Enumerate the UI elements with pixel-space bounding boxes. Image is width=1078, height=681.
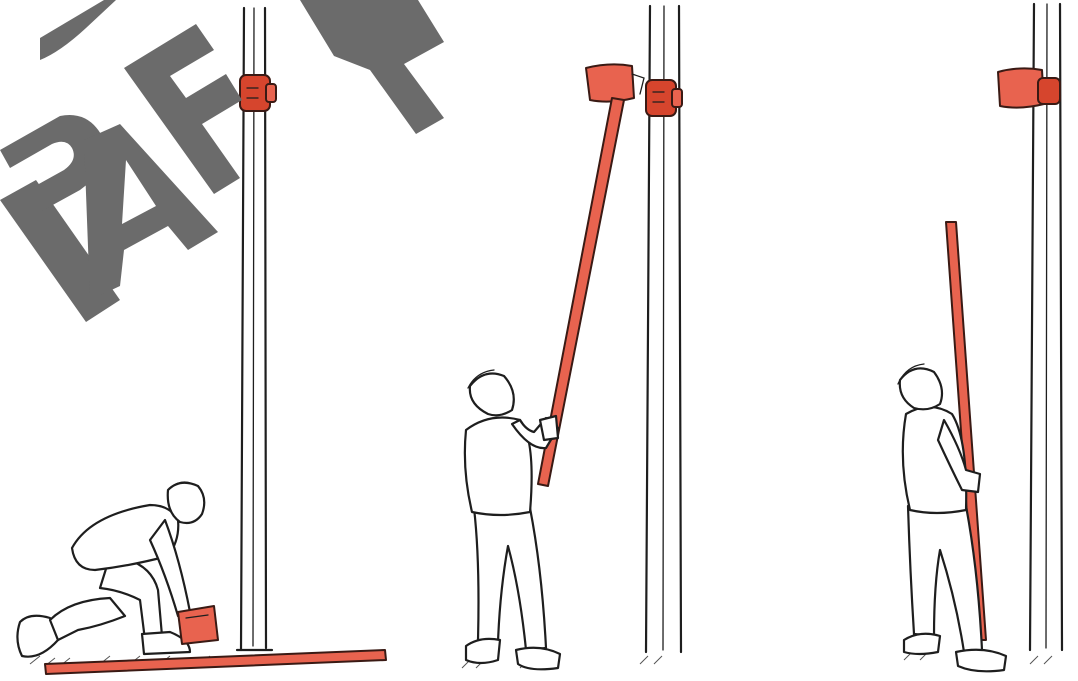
tester-cup-icon	[586, 64, 644, 101]
draft-watermark	[0, 0, 444, 322]
panel-2	[462, 6, 682, 669]
smoke-detector-icon	[998, 68, 1060, 107]
tester-cup-icon	[178, 606, 218, 644]
standing-man	[465, 370, 560, 669]
panel-3	[898, 4, 1062, 671]
standing-man	[898, 364, 1006, 671]
kneeling-man	[17, 482, 204, 657]
smoke-detector-icon	[240, 75, 276, 111]
smoke-detector-icon	[646, 80, 682, 116]
extension-pole-icon	[45, 650, 386, 674]
